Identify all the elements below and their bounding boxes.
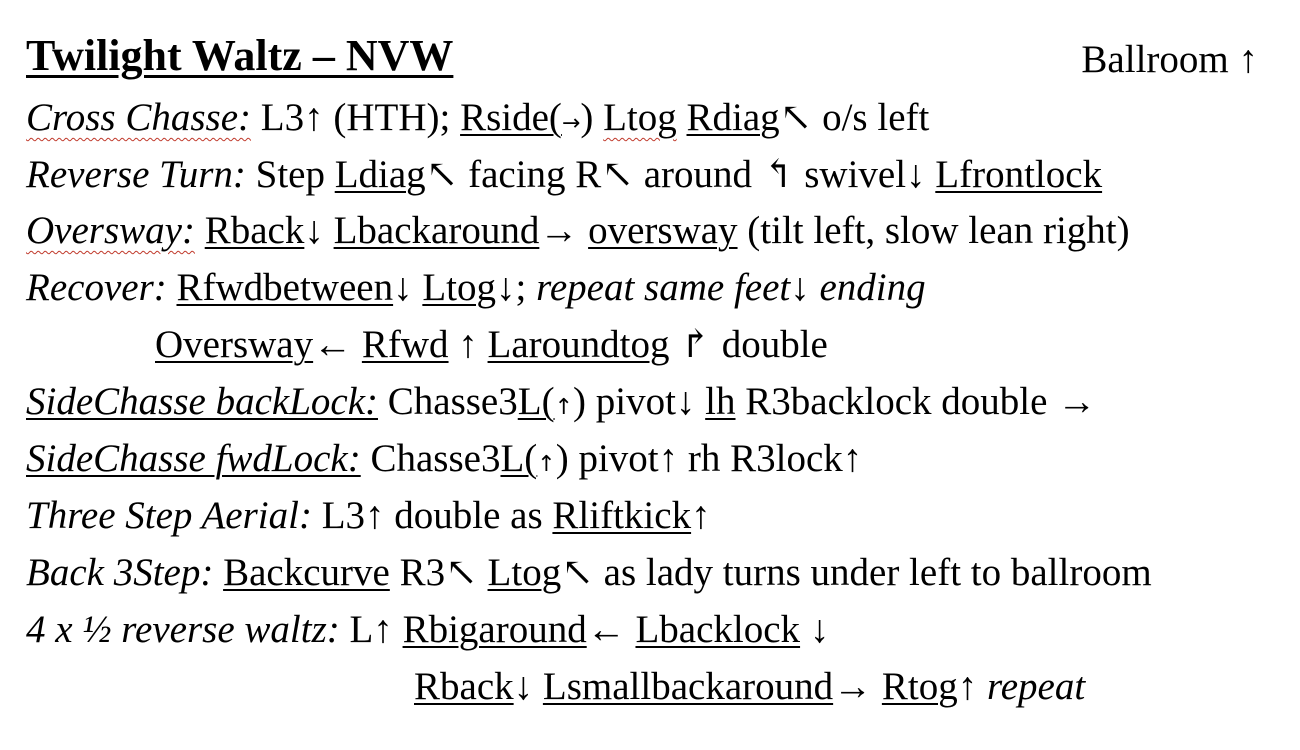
- step-term: L(: [500, 437, 538, 480]
- step-term: Lbacklock: [635, 608, 801, 651]
- step-text: →: [833, 665, 882, 708]
- step-text: (tilt left, slow lean right): [737, 209, 1130, 252]
- step-text: ) pivot↑ rh R3lock↑: [555, 437, 863, 480]
- step-term: Ltog: [487, 551, 562, 594]
- step-back-3step: Back 3Step: Backcurve R3↖ Ltog↖ as lady …: [26, 547, 1152, 599]
- step-text: ↓: [513, 665, 543, 708]
- step-text: ↓;: [496, 266, 537, 309]
- step-text: ↖ facing R↖ around ↰ swivel↓: [425, 153, 936, 196]
- step-label: SideChasse fwdLock:: [26, 437, 361, 480]
- step-term: Lfrontlock: [935, 153, 1103, 196]
- step-text: Chasse3: [378, 380, 518, 423]
- step-three-step-aerial: Three Step Aerial: L3↑ double as Rliftki…: [26, 490, 711, 542]
- step-italic-text: ending: [819, 266, 926, 309]
- step-text: ↓: [790, 266, 820, 309]
- step-text: ↖ as lady turns under left to ballroom: [561, 551, 1152, 594]
- step-reverse-turn: Reverse Turn: Step Ldiag↖ facing R↖ arou…: [26, 149, 1102, 201]
- step-label: Recover:: [26, 266, 167, 309]
- step-label: SideChasse backLock:: [26, 380, 378, 423]
- step-recover-continued: Oversway← Rfwd ↑ Laroundtog ↱ double: [155, 319, 828, 371]
- step-label: 4 x ½ reverse waltz:: [26, 608, 340, 651]
- step-oversway: Oversway: Rback↓ Lbackaround→ oversway (…: [26, 205, 1130, 257]
- step-term: Ldiag: [334, 153, 426, 196]
- step-text: ←: [586, 608, 636, 651]
- step-text: [195, 209, 205, 252]
- step-sidechasse-fwdlock: SideChasse fwdLock: Chasse3L(↑) pivot↑ r…: [26, 433, 862, 491]
- document-title: Twilight Waltz – NVW: [26, 31, 454, 80]
- step-term: Laroundtog: [487, 323, 670, 366]
- step-term: Rtog: [881, 665, 958, 708]
- step-term: Rback: [414, 665, 514, 708]
- ballroom-direction-label: Ballroom ↑: [1081, 38, 1258, 81]
- step-term: Backcurve: [223, 551, 390, 594]
- step-text: ↓: [304, 209, 334, 252]
- step-term: lh: [705, 380, 736, 423]
- step-reverse-waltz: 4 x ½ reverse waltz: L↑ Rbigaround← Lbac…: [26, 604, 829, 656]
- step-term: L(: [517, 380, 555, 423]
- step-text: [677, 96, 687, 139]
- step-term: Rfwdbetween: [176, 266, 394, 309]
- step-term: Lsmallbackaround: [542, 665, 834, 708]
- step-term: Rfwd: [361, 323, 449, 366]
- step-term: Rliftkick: [552, 494, 692, 537]
- step-text: →: [539, 209, 589, 252]
- step-text: ) pivot↓: [573, 380, 706, 423]
- step-term: Oversway: [155, 323, 314, 366]
- step-text: L3↑ double as: [311, 494, 553, 537]
- step-recover: Recover: Rfwdbetween↓ Ltog↓; repeat same…: [26, 262, 926, 314]
- step-text: [213, 551, 223, 594]
- step-italic-text: repeat: [986, 665, 1086, 708]
- right-arrow-icon: →: [561, 111, 581, 136]
- step-text: ↱ double: [669, 323, 828, 366]
- step-term: Rdiag: [686, 96, 780, 139]
- step-text: R3backlock double →: [735, 380, 1097, 423]
- step-term: Rside(: [460, 96, 562, 139]
- step-term: Ltog: [603, 96, 677, 139]
- step-term: Rbigaround: [402, 608, 587, 651]
- step-label: Three Step Aerial:: [26, 494, 312, 537]
- step-text: L↑: [339, 608, 403, 651]
- step-text: ↓: [393, 266, 423, 309]
- step-text: ↑: [957, 665, 987, 708]
- step-text: Chasse3: [360, 437, 501, 480]
- step-label: Back 3Step:: [26, 551, 214, 594]
- step-sidechasse-backlock: SideChasse backLock: Chasse3L(↑) pivot↓ …: [26, 376, 1096, 434]
- step-label: Cross Chasse:: [26, 96, 252, 139]
- step-text: L3↑ (HTH);: [251, 96, 461, 139]
- step-italic-text: repeat same feet: [536, 266, 791, 309]
- step-text: ↖ o/s left: [779, 96, 930, 139]
- step-term: Rback: [204, 209, 305, 252]
- up-arrow-icon: ↑: [554, 395, 573, 420]
- step-text: ↓: [800, 608, 830, 651]
- step-label: Oversway:: [26, 209, 195, 252]
- step-term: Ltog: [422, 266, 497, 309]
- step-label: Reverse Turn:: [26, 153, 246, 196]
- step-text: ↑: [691, 494, 711, 537]
- step-text: ): [580, 96, 604, 139]
- step-text: ←: [313, 323, 362, 366]
- step-cross-chasse: Cross Chasse: L3↑ (HTH); Rside(→) Ltog R…: [26, 92, 929, 150]
- step-reverse-waltz-continued: Rback↓ Lsmallbackaround→ Rtog↑ repeat: [414, 661, 1085, 713]
- step-text: ↑: [448, 323, 488, 366]
- step-text: Step: [245, 153, 335, 196]
- step-text: R3↖: [389, 551, 488, 594]
- step-term: oversway: [588, 209, 738, 252]
- up-arrow-icon: ↑: [537, 452, 556, 477]
- step-term: Lbackaround: [333, 209, 540, 252]
